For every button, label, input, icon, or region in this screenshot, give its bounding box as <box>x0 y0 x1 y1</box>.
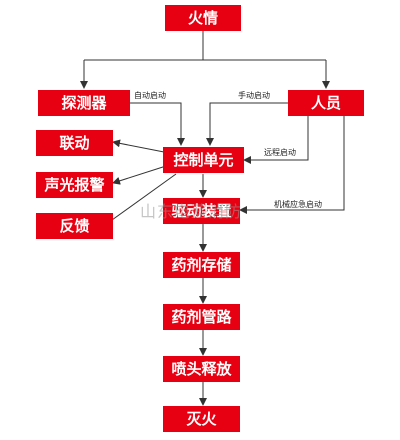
label-auto-start: 自动启动 <box>134 91 166 100</box>
node-feedback: 反馈 <box>36 213 113 239</box>
label-mechanical-emergency-start: 机械应急启动 <box>274 200 322 209</box>
node-drive: 驱动装置 <box>163 198 240 224</box>
edge-control-to-alarm <box>112 165 167 185</box>
node-personnel: 人员 <box>288 90 364 116</box>
label-remote-start: 远程启动 <box>264 148 296 157</box>
node-linkage: 联动 <box>36 130 113 156</box>
label-manual-start: 手动启动 <box>238 91 270 100</box>
edge-manual-start <box>206 102 288 146</box>
node-detector: 探测器 <box>38 90 130 116</box>
edge-control-to-linkage <box>112 139 165 153</box>
node-alarm: 声光报警 <box>36 172 113 198</box>
node-control: 控制单元 <box>163 147 244 173</box>
node-storage: 药剂存储 <box>163 252 240 278</box>
edge-remote-start <box>243 116 309 164</box>
edge-mechanical-emergency-start <box>239 116 345 214</box>
node-nozzle: 喷头释放 <box>163 356 240 382</box>
node-extinguish: 灭火 <box>163 406 240 432</box>
node-fire: 火情 <box>165 5 241 31</box>
node-pipeline: 药剂管路 <box>163 304 240 330</box>
edge-control-to-feedback <box>104 173 177 226</box>
edge-auto-start <box>130 102 185 146</box>
